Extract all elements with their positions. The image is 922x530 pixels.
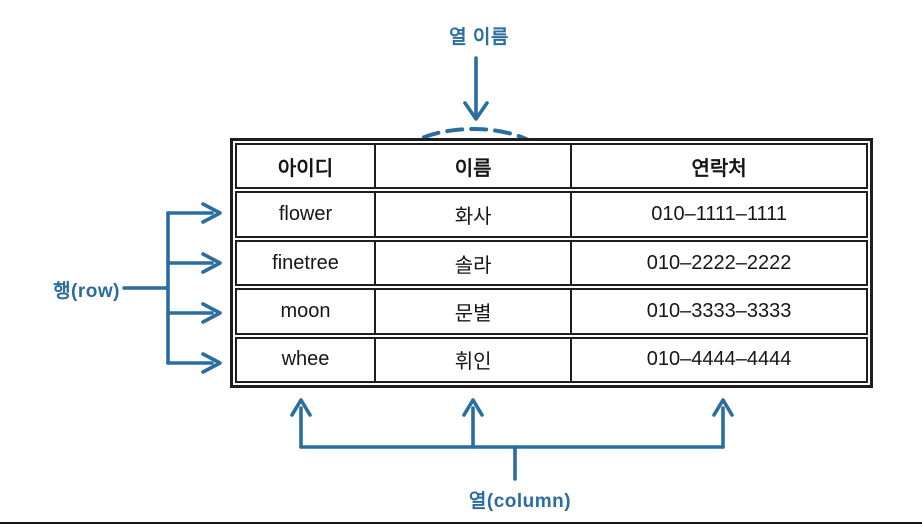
cell-id: finetree (237, 241, 376, 285)
header-name: 이름 (376, 145, 573, 188)
cell-name: 화사 (376, 193, 573, 236)
cell-phone: 010–1111–1111 (651, 203, 787, 226)
table-row: moon 문별 010–3333–3333 (235, 288, 868, 335)
cell-name: 문별 (376, 290, 573, 333)
cell-id: whee (237, 338, 376, 382)
cell-name: 휘인 (376, 338, 573, 382)
cell-id: flower (237, 193, 376, 236)
cell-phone: 010–4444–4444 (646, 348, 792, 371)
cell-phone: 010–3333–3333 (646, 299, 792, 322)
column-label: 열(column) (468, 491, 572, 512)
table-header-row: 아이디 이름 연락처 (235, 143, 868, 190)
column-arrows-icon (290, 398, 734, 481)
table-row: finetree 솔라 010–2222–2222 (235, 239, 868, 287)
row-label: 행(row) (53, 281, 120, 302)
table-row: whee 휘인 010–4444–4444 (235, 336, 868, 384)
row-arrows-icon (122, 202, 222, 374)
header-phone: 연락처 (691, 157, 747, 180)
column-name-label: 열 이름 (449, 27, 509, 48)
table-row: flower 화사 010–1111–1111 (235, 191, 868, 238)
cell-id: moon (237, 290, 376, 333)
page-divider (0, 522, 922, 524)
header-id: 아이디 (237, 145, 376, 188)
cell-name: 솔라 (376, 241, 573, 285)
member-table: 아이디 이름 연락처 flower 화사 010–1111–1111 finet… (230, 138, 873, 388)
cell-phone: 010–2222–2222 (646, 251, 792, 274)
down-arrow-icon (463, 56, 489, 121)
